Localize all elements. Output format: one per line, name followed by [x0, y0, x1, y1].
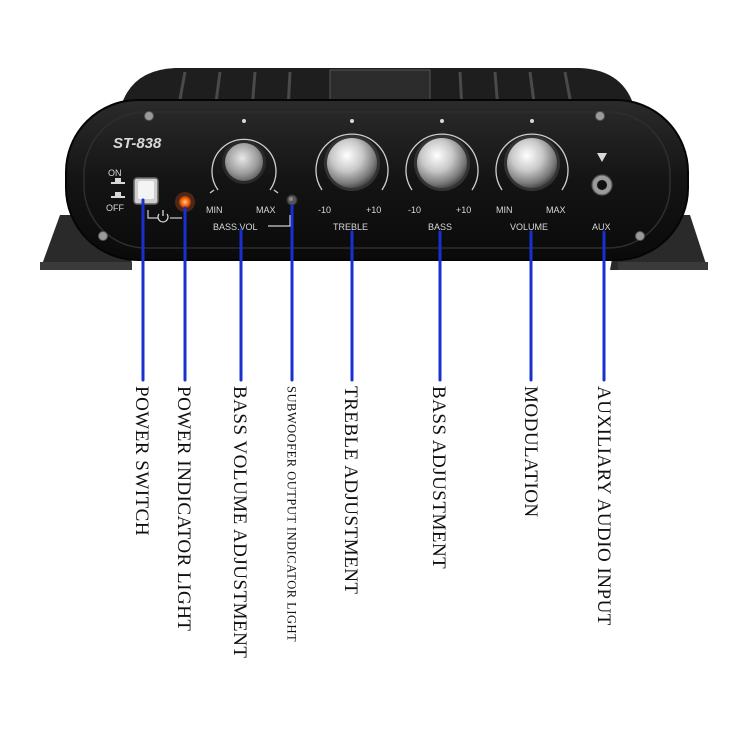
callout-power-indicator-light: POWER INDICATOR LIGHT — [173, 386, 194, 632]
screws — [98, 111, 645, 241]
callout-modulation: MODULATION — [520, 386, 541, 518]
callout-power-switch: POWER SWITCH — [131, 386, 152, 537]
treble-label: TREBLE — [333, 222, 368, 232]
bass-plus-label: +10 — [456, 205, 471, 215]
bass-vol-min-label: MIN — [206, 205, 223, 215]
switch-symbol — [111, 178, 125, 198]
model-label: ST-838 — [113, 135, 162, 152]
treble-plus-label: +10 — [366, 205, 381, 215]
power-bracket — [147, 210, 158, 219]
treble-knob[interactable] — [315, 119, 389, 191]
volume-min-label: MIN — [496, 205, 513, 215]
power-switch[interactable] — [133, 177, 159, 205]
bass-vol-label: BASS.VOL — [213, 222, 258, 232]
switch-off-label: OFF — [106, 203, 124, 213]
volume-label: VOLUME — [510, 222, 548, 232]
callout-treble-adjustment: TREBLE ADJUSTMENT — [340, 386, 361, 595]
power-standby-icon — [157, 210, 169, 223]
bass-volume-knob[interactable] — [209, 119, 279, 194]
callout-bass-volume-adjustment: BASS VOLUME ADJUSTMENT — [229, 386, 250, 659]
callout-subwoofer-output-indicator-light: SUBWOOFER OUTPUT INDICATOR LIGHT — [284, 386, 299, 643]
aux-input-jack[interactable] — [591, 174, 613, 196]
aux-label: AUX — [592, 222, 611, 232]
aux-arrow-icon — [597, 153, 607, 162]
callout-bass-adjustment: BASS ADJUSTMENT — [428, 386, 449, 570]
bass-vol-max-label: MAX — [256, 205, 276, 215]
power-indicator-led — [179, 196, 191, 208]
leader-lines — [141, 198, 606, 382]
switch-on-label: ON — [108, 168, 122, 178]
bass-knob[interactable] — [405, 119, 479, 191]
callout-auxiliary-audio-input: AUXILIARY AUDIO INPUT — [593, 386, 614, 626]
bass-label: BASS — [428, 222, 452, 232]
treble-minus-label: -10 — [318, 205, 331, 215]
volume-knob[interactable] — [495, 119, 569, 191]
volume-max-label: MAX — [546, 205, 566, 215]
bass-minus-label: -10 — [408, 205, 421, 215]
